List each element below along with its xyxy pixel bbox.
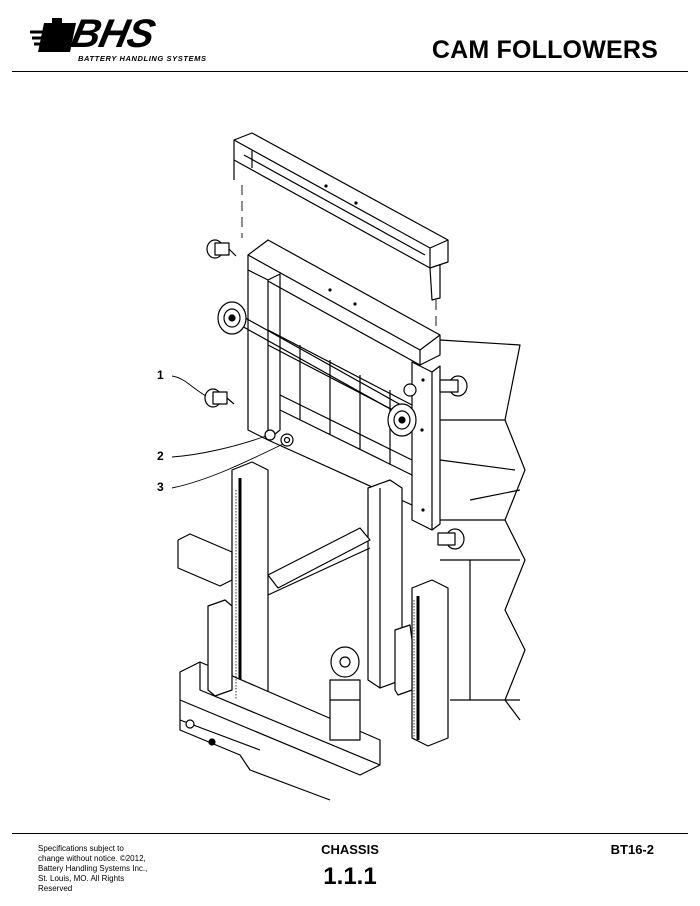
page-title: CAM FOLLOWERS (431, 36, 658, 64)
section-block: CHASSIS 1.1.1 (290, 842, 410, 891)
cam-follower-1 (204, 388, 235, 408)
sprocket-left (217, 301, 247, 335)
company-logo: BHS BATTERY HANDLING SYSTEMS (30, 10, 210, 63)
cam-follower-top (206, 239, 237, 259)
callout-2: 2 (157, 449, 164, 463)
mast-chassis (177, 339, 526, 801)
callout-1: 1 (157, 368, 164, 382)
cam-follower-right (439, 375, 468, 397)
battery-logo-icon (30, 18, 76, 52)
callout-3: 3 (157, 480, 164, 494)
section-number: 1.1.1 (323, 863, 377, 890)
leader-line-2 (171, 435, 267, 458)
logo-subtitle: BATTERY HANDLING SYSTEMS (78, 54, 207, 63)
logo-wordmark: BHS (67, 12, 159, 56)
copyright-notice: Specifications subject to change without… (38, 844, 148, 893)
top-cross-bar (233, 132, 449, 301)
cam-followers-exploded-drawing (171, 132, 526, 801)
cam-follower-lower (437, 528, 465, 550)
footer-divider (12, 833, 688, 834)
header-divider (12, 71, 688, 72)
leader-line-3 (171, 443, 284, 489)
model-number: BT16-2 (610, 842, 654, 857)
sprocket-right (387, 383, 417, 437)
leader-line-1 (171, 375, 207, 397)
section-label: CHASSIS (321, 842, 379, 857)
